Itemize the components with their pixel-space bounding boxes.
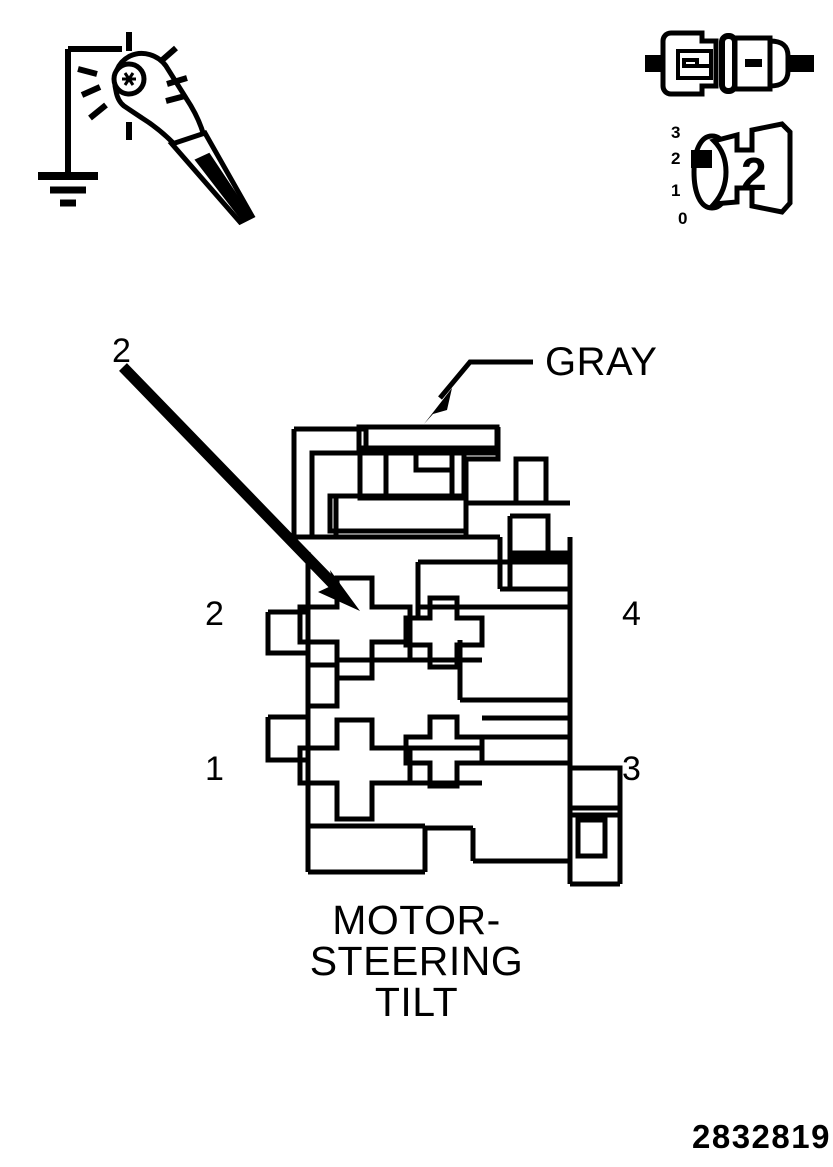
scale-tick-0: 0 bbox=[678, 209, 688, 228]
selected-position-marker bbox=[691, 150, 712, 168]
test-light-probe bbox=[65, 46, 122, 176]
caption-line-3: TILT bbox=[374, 979, 459, 1025]
pin-label-1: 1 bbox=[205, 750, 224, 788]
pin-label-2: 2 bbox=[205, 595, 224, 633]
wire-color-label: GRAY bbox=[545, 340, 658, 384]
caption-line-1: MOTOR- bbox=[332, 897, 501, 943]
bulb-icon bbox=[111, 61, 147, 97]
probe-tip bbox=[167, 129, 256, 226]
pin-label-3: 3 bbox=[622, 750, 641, 788]
gray-wire-leader bbox=[424, 359, 533, 424]
callout-probe-point-label: 2 bbox=[112, 332, 131, 370]
connector-mating-pair-icon bbox=[645, 30, 814, 97]
pin-label-4: 4 bbox=[622, 595, 641, 633]
scale-tick-3: 3 bbox=[671, 123, 681, 142]
connector-end-view-icon bbox=[691, 121, 793, 215]
connector-body-artwork bbox=[265, 424, 623, 887]
scale-tick-1: 1 bbox=[671, 181, 681, 200]
callout-2-arrow bbox=[119, 363, 360, 611]
earth-ground-icon bbox=[38, 172, 98, 207]
caption-line-2: STEERING bbox=[309, 938, 524, 984]
part-number: 2832819 bbox=[692, 1118, 831, 1155]
light-rays-icon bbox=[77, 32, 188, 140]
scale-tick-2: 2 bbox=[671, 149, 681, 168]
connector-body-number: 2 bbox=[741, 148, 767, 200]
gray-leader-arrowhead bbox=[424, 388, 452, 424]
